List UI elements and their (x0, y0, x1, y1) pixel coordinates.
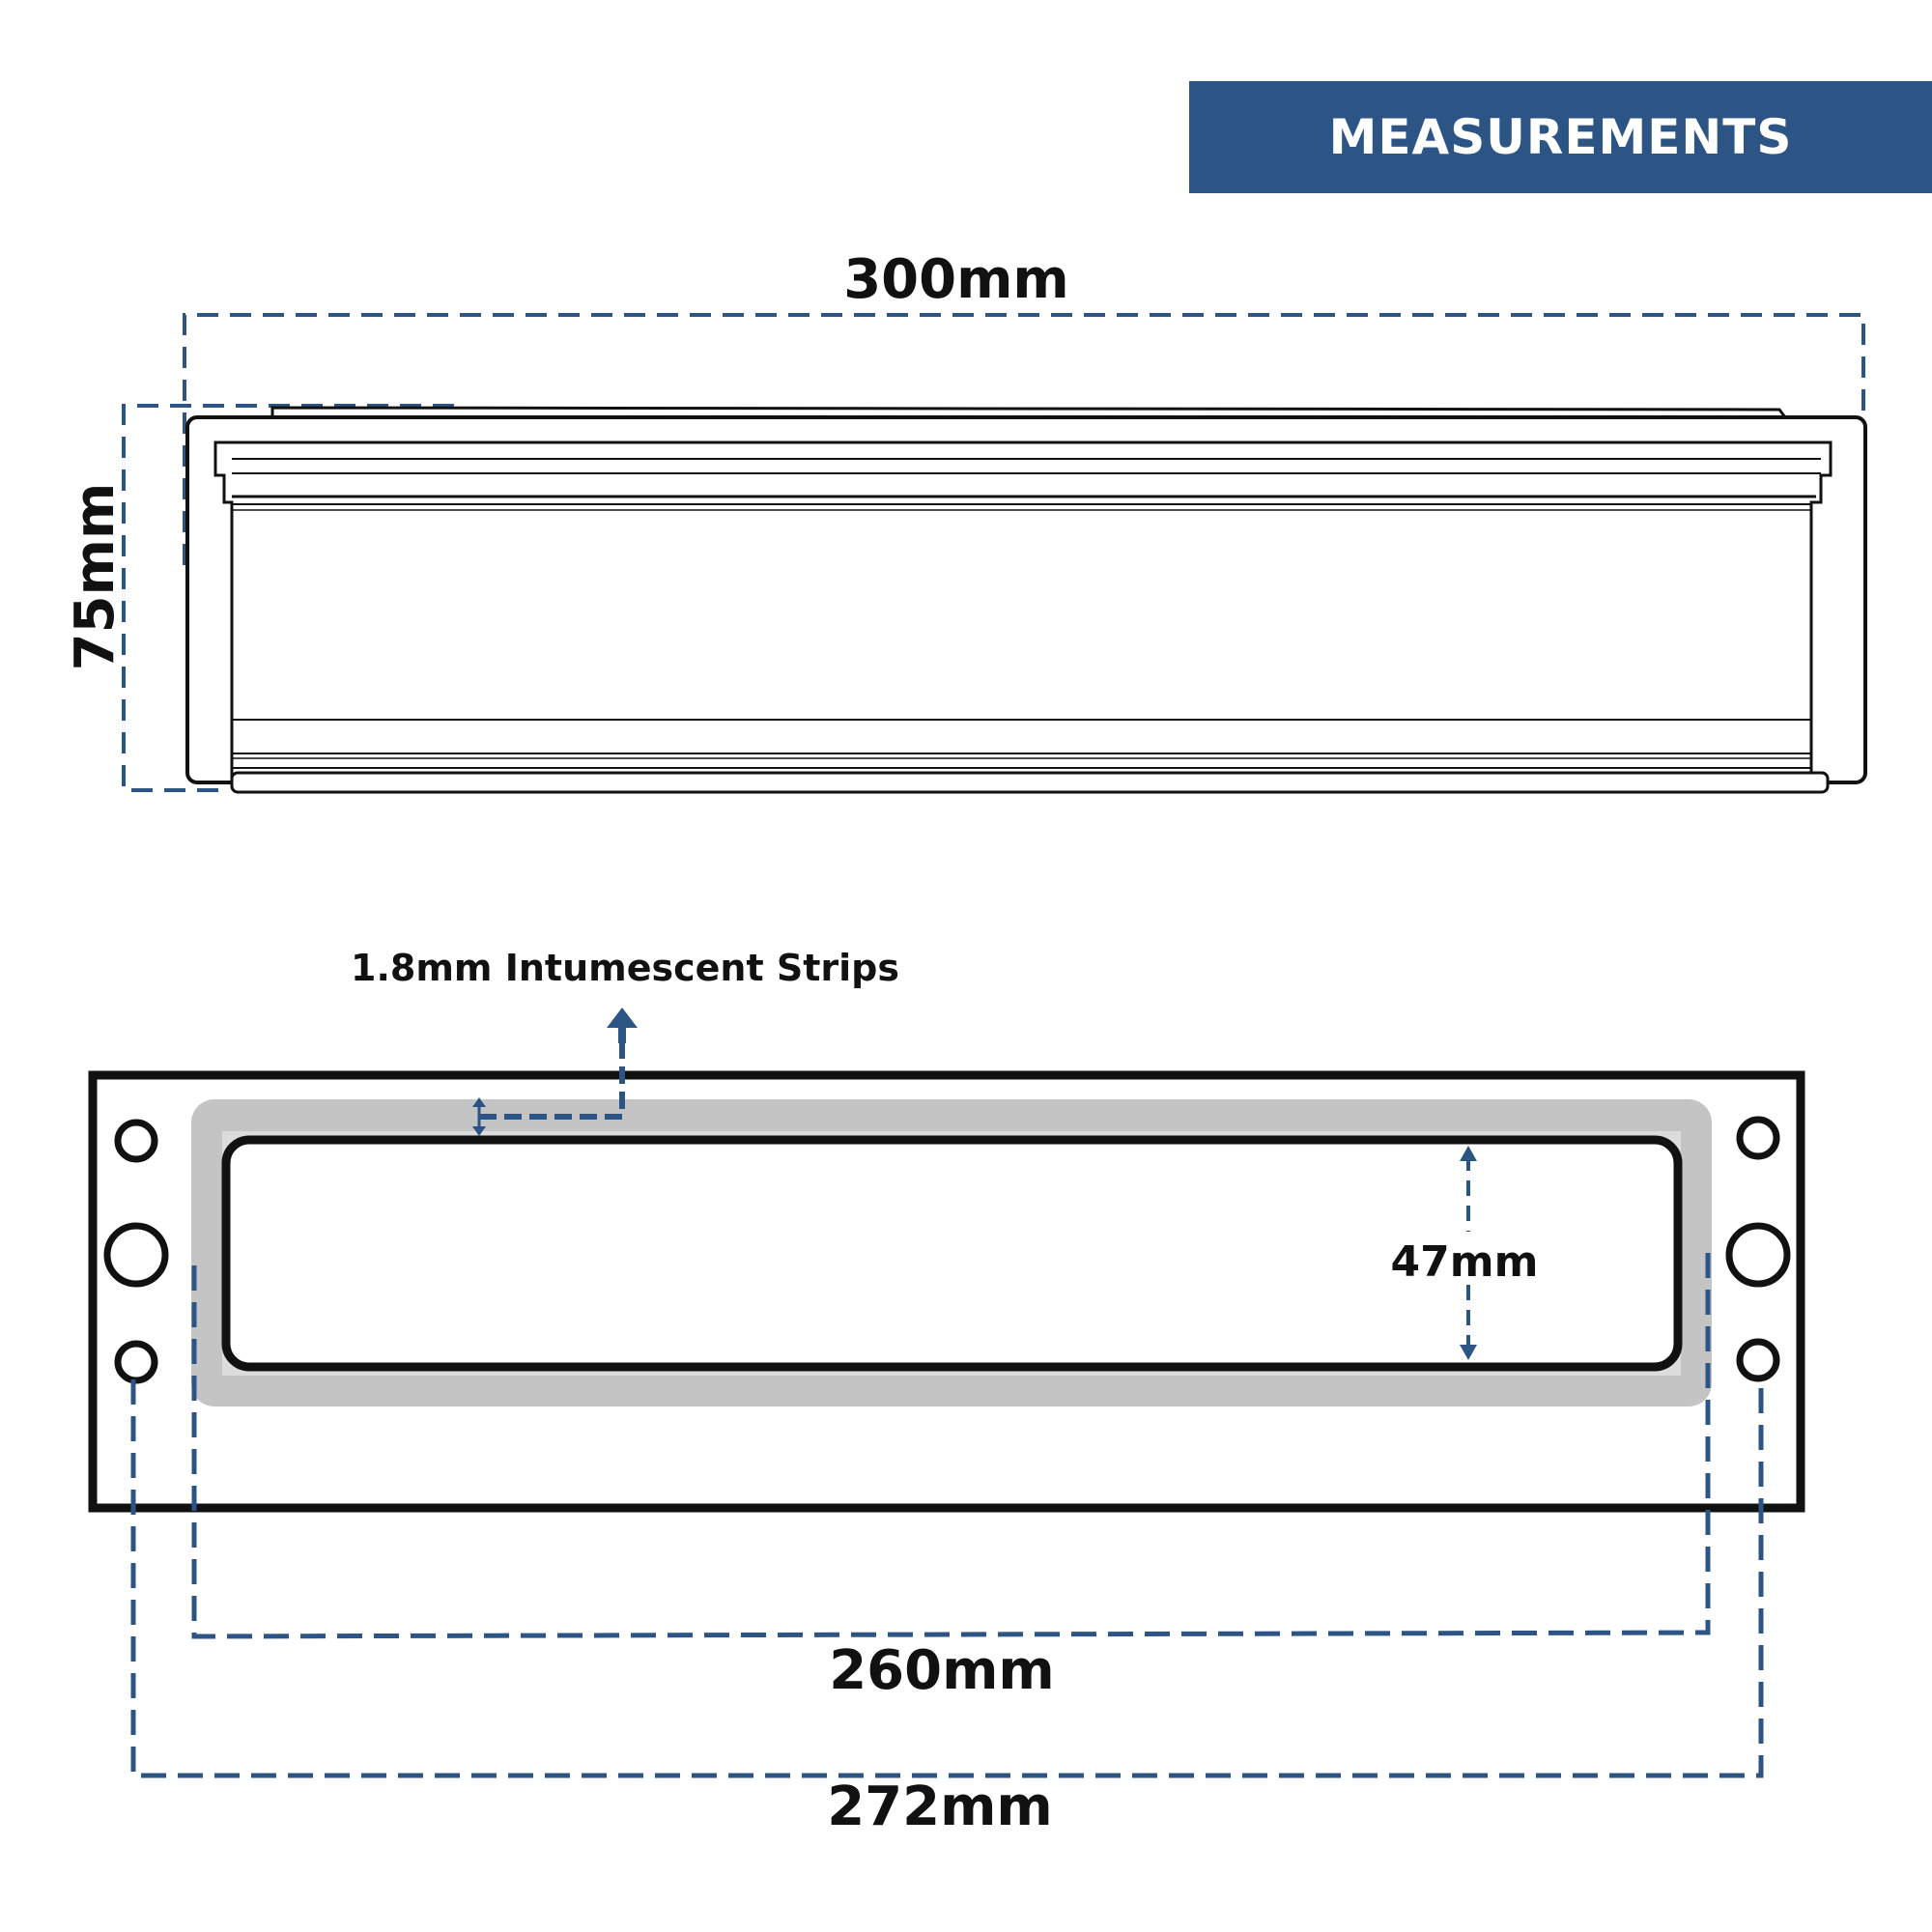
letter-plate-profile (185, 406, 1867, 794)
letter-opening (221, 1135, 1683, 1372)
banner-title: MEASUREMENTS (1328, 109, 1793, 165)
top-view: 300mm 75mm (64, 248, 1867, 794)
height-75-dimension-line (122, 404, 454, 792)
screw-hole-icon (1736, 1338, 1780, 1382)
strip-pointer (472, 1008, 638, 1136)
outer-width-label: 272mm (827, 1776, 1053, 1838)
inner-width-dimension-line (191, 1253, 1711, 1639)
strip-label: 1.8mm Intumescent Strips (351, 947, 899, 989)
arrow-up-icon (607, 1008, 638, 1028)
opening-height-dimension (1460, 1146, 1477, 1360)
measurements-banner: MEASUREMENTS (1189, 81, 1932, 193)
screw-hole-icon (114, 1340, 158, 1384)
bolt-hole-icon (103, 1222, 169, 1288)
outer-width-dimension-line (130, 1379, 1764, 1778)
bolt-hole-icon (1725, 1222, 1791, 1288)
screw-hole-icon (1736, 1116, 1780, 1160)
opening-height-label: 47mm (1391, 1237, 1539, 1287)
width-300-label: 300mm (843, 248, 1069, 311)
screw-hole-icon (114, 1119, 158, 1163)
height-75-label: 75mm (64, 483, 127, 671)
inner-width-label: 260mm (829, 1639, 1055, 1702)
front-view: 1.8mm Intumescent Strips 47mm 260mm 272m… (88, 947, 1805, 1838)
